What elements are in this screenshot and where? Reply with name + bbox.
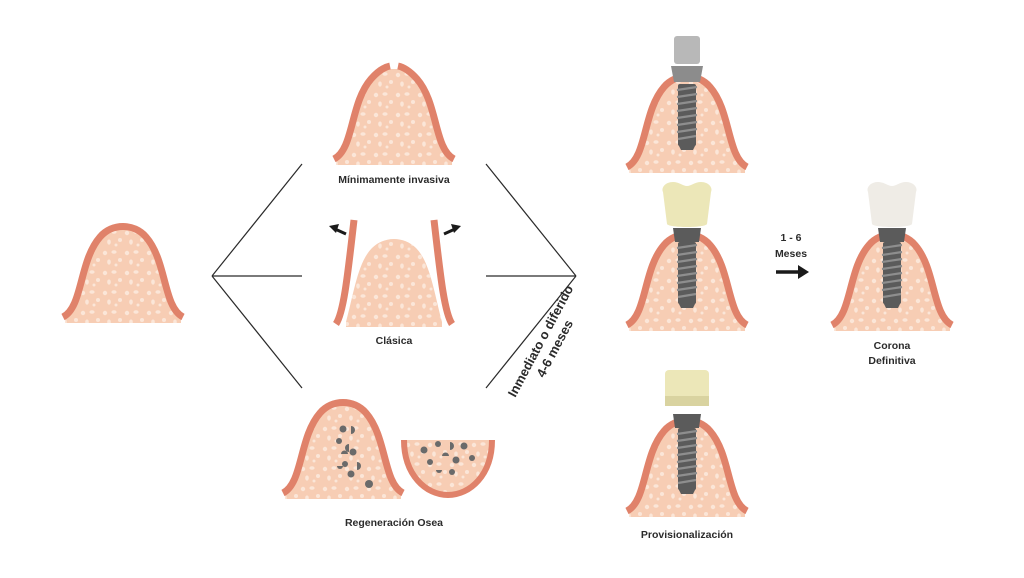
implant-with-definitive-crown	[832, 182, 952, 331]
interval-line-2: Meses	[775, 248, 807, 260]
label-final-crown-line-2: Definitiva	[868, 355, 915, 367]
interval-arrow-icon	[776, 265, 809, 279]
branch-lines-left	[211, 163, 303, 389]
label-provisionalization: Provisionalización	[641, 529, 733, 541]
implant-with-cover-cap	[627, 36, 747, 173]
provisionalization-implant	[627, 370, 747, 517]
label-minimally-invasive: Mínimamente invasiva	[338, 174, 450, 186]
minimally-invasive-ridge	[334, 66, 454, 165]
classic-flap-ridge	[332, 219, 456, 327]
flap-left-arrow-icon	[329, 224, 347, 236]
bone-graft-bowl	[401, 439, 495, 499]
flap-right-arrow-icon	[443, 224, 461, 236]
timing-note: Inmediato o diferido 4-6 meses	[505, 283, 577, 400]
label-bone-regeneration: Regeneración Osea	[345, 517, 443, 529]
initial-bone-ridge	[63, 227, 183, 324]
branch-lines-right	[485, 163, 577, 389]
label-classic: Clásica	[376, 335, 413, 347]
interval-line-1: 1 - 6	[780, 232, 801, 244]
label-final-crown-line-1: Corona	[874, 340, 911, 352]
implant-with-provisional-crown	[627, 182, 747, 331]
regeneration-ridge	[283, 403, 403, 500]
